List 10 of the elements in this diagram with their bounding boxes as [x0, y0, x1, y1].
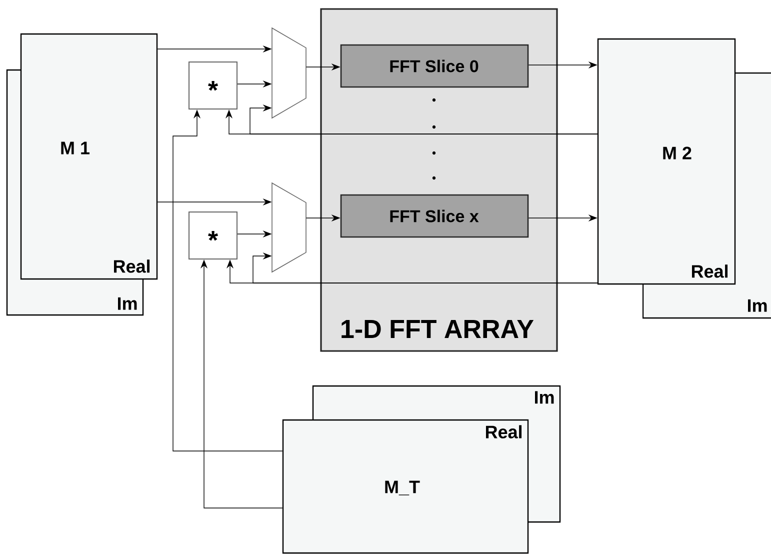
memory-block: Real M_T: [282, 419, 529, 554]
node-label: Im: [748, 299, 767, 312]
memory-block: M 1 Real: [20, 33, 158, 280]
multiplier-box: *: [188, 62, 238, 110]
memory-block: M 2 Real: [597, 38, 736, 285]
arrow: [250, 104, 598, 134]
fft-slice-box: FFT Slice 0: [340, 44, 529, 88]
arrow: [252, 252, 598, 284]
multiplier-box: *: [188, 212, 238, 260]
fft-slice-box: FFT Slice x: [340, 194, 529, 238]
